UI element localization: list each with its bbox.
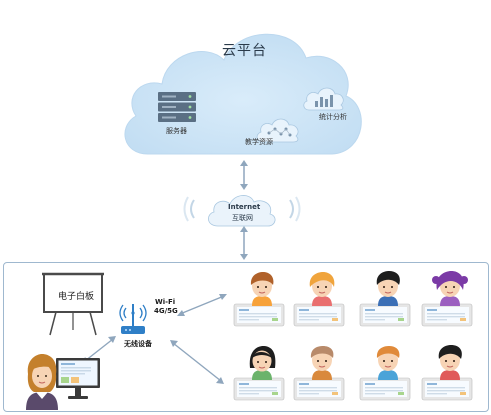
internet-classroom-arrow xyxy=(237,226,251,260)
statistics-label: 统计分析 xyxy=(319,113,347,121)
classroom-frame xyxy=(3,262,489,412)
teaching-resources-icon xyxy=(255,116,301,144)
student-2 xyxy=(290,270,348,328)
student-1 xyxy=(230,270,288,328)
student-7 xyxy=(356,344,414,402)
student-6 xyxy=(290,344,348,402)
router-students-top-arrow xyxy=(176,292,228,318)
server-icon xyxy=(158,92,196,122)
student-8 xyxy=(418,344,476,402)
student-3 xyxy=(356,270,414,328)
teaching-resources-label: 教学资源 xyxy=(245,138,273,146)
student-5 xyxy=(230,344,288,402)
internet-cloud xyxy=(182,188,302,230)
student-4 xyxy=(418,270,476,328)
wireless-device-label: 无线设备 xyxy=(124,340,152,348)
internet-zh-label: 互联网 xyxy=(232,214,253,222)
wireless-router-icon xyxy=(118,300,148,336)
whiteboard-icon xyxy=(42,272,104,336)
teacher-avatar xyxy=(20,352,104,412)
mobile-network-label: 4G/5G xyxy=(154,307,178,315)
whiteboard-label: 电子白板 xyxy=(58,292,95,302)
router-students-bottom-arrow xyxy=(170,340,224,384)
cloud-platform-title: 云平台 xyxy=(222,43,267,59)
cloud-platform xyxy=(118,14,368,164)
wifi-label: Wi-Fi xyxy=(155,298,176,306)
statistics-icon xyxy=(302,86,344,112)
cloud-internet-arrow xyxy=(237,160,251,190)
server-label: 服务器 xyxy=(166,127,187,135)
internet-en-label: Internet xyxy=(228,203,261,211)
